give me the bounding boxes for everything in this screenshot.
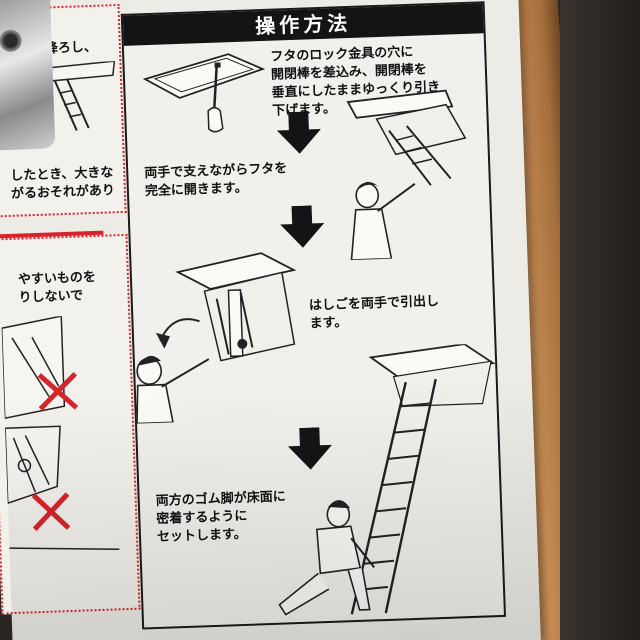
warning-text-top-lower: したとき、大きな がるおそれがあり (10, 165, 116, 202)
panel-title: 操作方法 (122, 3, 484, 46)
operation-panel: 操作方法 フタのロック金具の穴に 開閉棒を差込み、開閉棒を 垂直にしたままゆっく… (120, 1, 507, 630)
step2-illustration (346, 89, 467, 261)
down-arrow-icon (280, 205, 325, 248)
metal-clip (0, 0, 56, 151)
do-not-illustrations (1, 315, 120, 551)
step4-illustration (350, 343, 496, 615)
step4-person-illustration (278, 500, 375, 616)
left-warning-column: を降ろし、 したとき、大きな がるおそれがあり やすいものを りしないで (0, 0, 152, 640)
clip-hole (0, 29, 22, 53)
warning-text-bottom: やすいものを りしないで (17, 269, 97, 306)
step1-illustration (142, 53, 266, 133)
instruction-sheet: を降ろし、 したとき、大きな がるおそれがあり やすいものを りしないで (0, 0, 541, 640)
down-arrow-icon (287, 427, 332, 470)
step3-illustration (136, 252, 297, 424)
dark-wall (560, 0, 640, 640)
step2-text: 両手で支えながらフタを 完全に開きます。 (144, 161, 288, 200)
down-arrow-icon (276, 111, 321, 154)
step3-text: はしごを両手で引出し ます。 (308, 293, 440, 332)
